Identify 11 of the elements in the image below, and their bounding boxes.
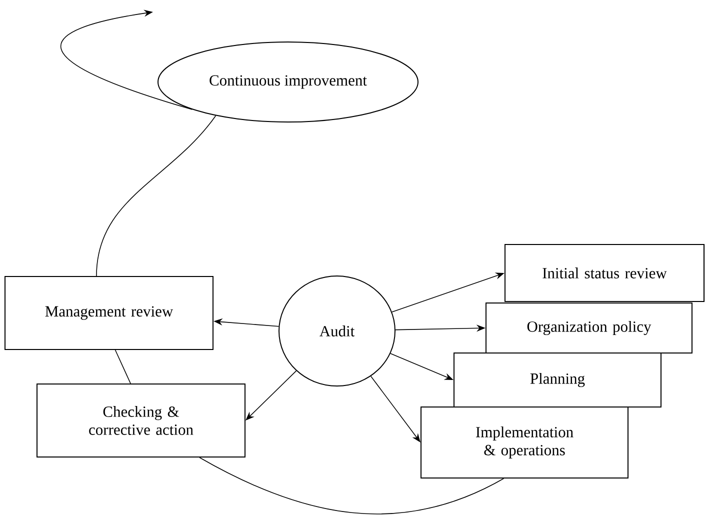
process-box: Implementation & operations — [420, 406, 628, 478]
process-box: Checking & corrective action — [36, 384, 246, 458]
arrow — [246, 370, 297, 420]
connector-line — [199, 457, 504, 514]
process-box: Initial status review — [504, 244, 704, 302]
process-box: Planning — [454, 352, 662, 408]
process-box: Management review — [4, 276, 214, 350]
process-box: Organization policy — [486, 302, 692, 354]
connector-line — [96, 115, 216, 276]
connector-line — [114, 350, 131, 384]
loop-arrow — [60, 10, 193, 110]
